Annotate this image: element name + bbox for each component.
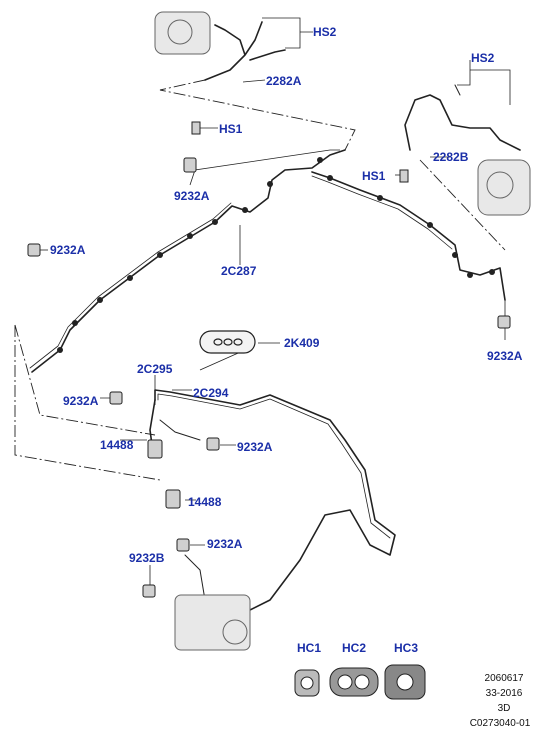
label-hc2: HC2 — [342, 641, 367, 655]
footer-code-4: C0273040-01 — [469, 718, 531, 729]
clip-hc2 — [329, 667, 379, 697]
caliper-top-left — [154, 11, 211, 55]
label-2282a: 2282A — [266, 74, 302, 88]
clip-hc1 — [294, 669, 320, 697]
clip-hc3 — [384, 664, 426, 700]
sensor-wire-hs2-top — [204, 21, 286, 81]
clip-2k409 — [199, 330, 256, 354]
sensor-wire-hs2-right — [404, 94, 521, 151]
label-2c295: 2C295 — [137, 362, 173, 376]
footer-code-2: 33-2016 — [485, 688, 523, 699]
footer-code-3: 3D — [497, 703, 511, 714]
label-9232a-right: 9232A — [487, 349, 523, 363]
label-9232a-low: 9232A — [207, 537, 243, 551]
label-14488-b: 14488 — [188, 495, 222, 509]
brake-pipe-rear — [154, 389, 396, 616]
label-2c294: 2C294 — [193, 386, 229, 400]
label-9232a-midright: 9232A — [237, 440, 273, 454]
caliper-right — [477, 159, 531, 216]
label-2k409: 2K409 — [284, 336, 320, 350]
label-hc1: HC1 — [297, 641, 322, 655]
footer-code-1: 2060617 — [484, 673, 524, 684]
label-hc3: HC3 — [394, 641, 419, 655]
label-14488-a: 14488 — [100, 438, 134, 452]
label-2c287: 2C287 — [221, 264, 257, 278]
label-hs1-right: HS1 — [362, 169, 386, 183]
label-2282b: 2282B — [433, 150, 469, 164]
label-9232a-mid: 9232A — [63, 394, 99, 408]
label-9232a-upper: 9232A — [174, 189, 210, 203]
label-hs2-top: HS2 — [313, 25, 337, 39]
label-hs1-left: HS1 — [219, 122, 243, 136]
brake-pipe-right — [311, 171, 506, 301]
abs-modulator — [174, 594, 251, 651]
label-hs2-right: HS2 — [471, 51, 495, 65]
label-9232b: 9232B — [129, 551, 165, 565]
label-9232a-left: 9232A — [50, 243, 86, 257]
